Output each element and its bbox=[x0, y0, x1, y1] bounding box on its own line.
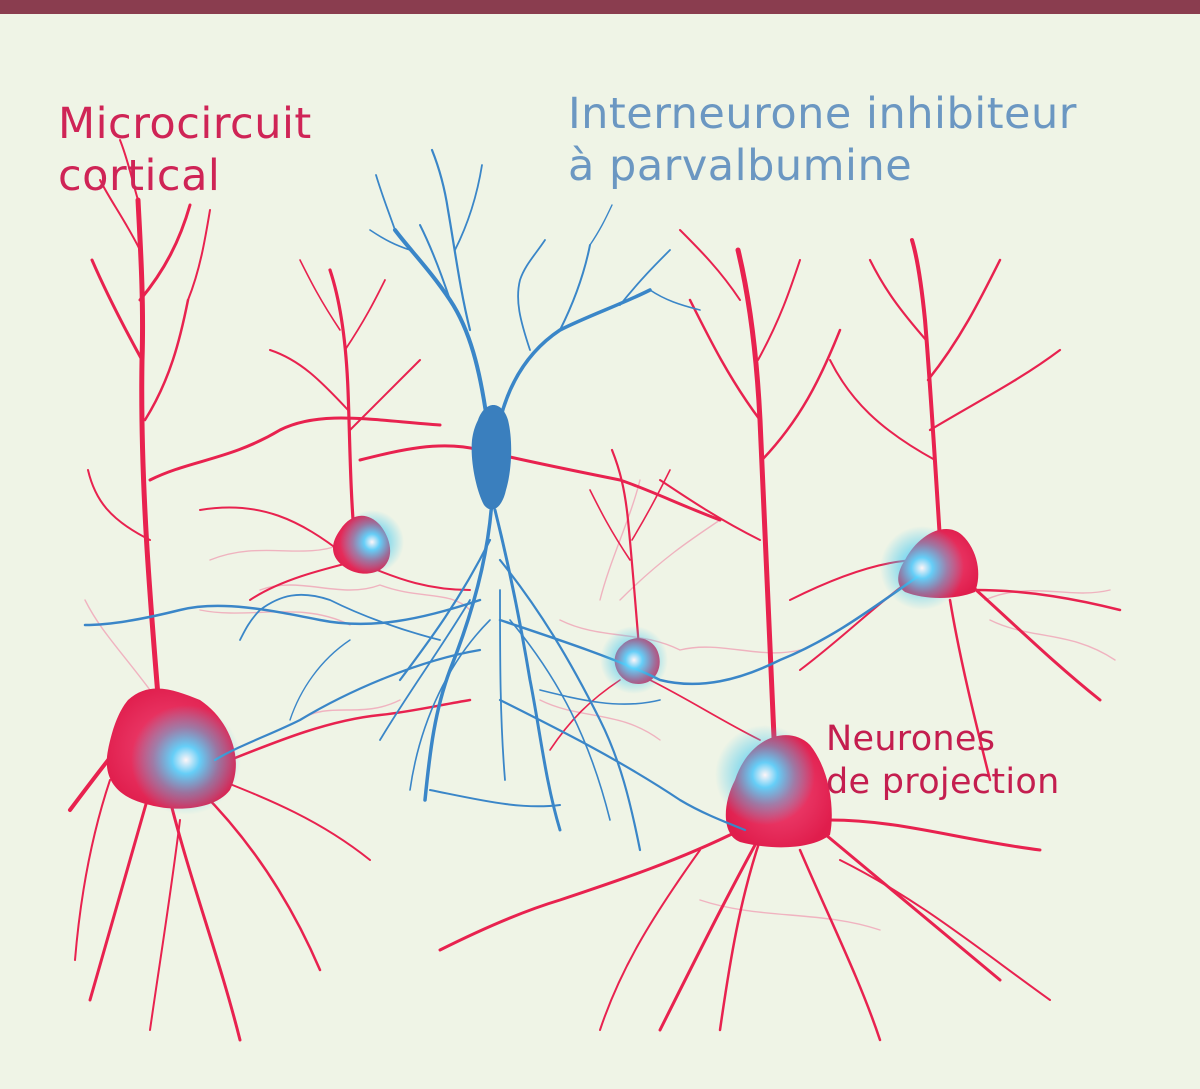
interneuron-soma bbox=[471, 405, 512, 510]
glow-soma-center bbox=[600, 626, 668, 694]
microcircuit-label: Microcircuit cortical bbox=[58, 98, 312, 203]
pyramidal-neuron-center-left bbox=[199, 259, 722, 601]
microcircuit-label-line1: Microcircuit bbox=[58, 99, 312, 149]
glow-soma-center-left bbox=[340, 510, 404, 574]
interneuron bbox=[83, 148, 922, 852]
pyramidal-neuron-center bbox=[549, 448, 761, 751]
microcircuit-label-line2: cortical bbox=[58, 151, 221, 202]
projection-neurons-label: Neurones de projection bbox=[826, 718, 1060, 803]
top-bar bbox=[0, 0, 1200, 14]
glow-soma-right bbox=[880, 526, 964, 610]
glow-spots bbox=[131, 510, 964, 825]
glow-soma-left bbox=[131, 705, 241, 815]
pyramidal-neuron-bottom-right bbox=[438, 229, 1051, 1042]
pyramidal-neuron-right bbox=[789, 238, 1122, 782]
glow-soma-bottom-right bbox=[715, 725, 815, 825]
pyramidal-neuron-left bbox=[68, 139, 472, 1042]
interneuron-label: Interneurone inhibiteur à parvalbumine bbox=[568, 88, 1077, 193]
projection-label-line2: de projection bbox=[826, 761, 1060, 802]
projection-label-line1: Neurones bbox=[826, 719, 996, 759]
interneuron-label-line1: Interneurone inhibiteur bbox=[568, 89, 1077, 139]
interneuron-label-line2: à parvalbumine bbox=[568, 141, 913, 192]
